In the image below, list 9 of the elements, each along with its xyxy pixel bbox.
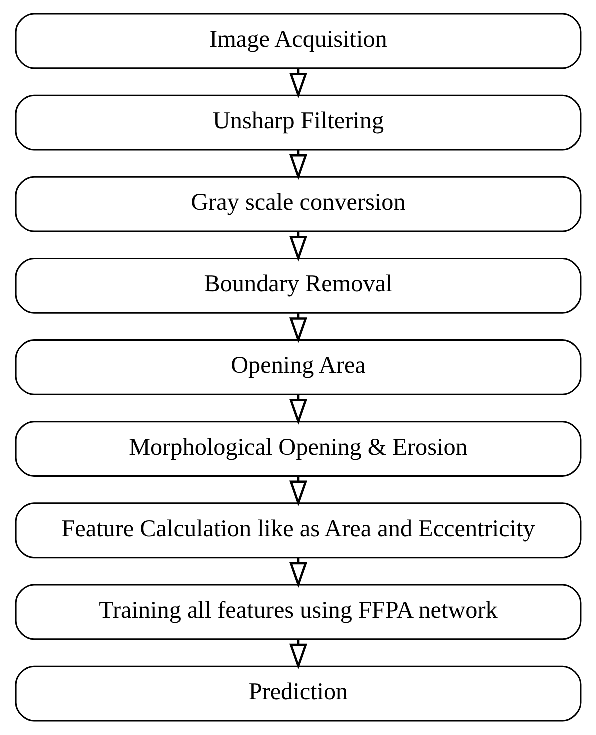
node-box: Opening Area xyxy=(14,340,582,396)
node-box: Image Acquisition xyxy=(14,13,582,70)
node-box: Boundary Removal xyxy=(14,258,582,314)
node-box: Morphological Opening & Erosion xyxy=(14,421,582,477)
node-box: Feature Calculation like as Area and Eccentricity xyxy=(14,502,582,559)
node-box: Training all features using FFPA network xyxy=(14,584,582,640)
node-box: Prediction xyxy=(14,666,582,722)
node-box: Gray scale conversion xyxy=(14,176,582,232)
node-box: Unsharp Filtering xyxy=(14,94,582,151)
